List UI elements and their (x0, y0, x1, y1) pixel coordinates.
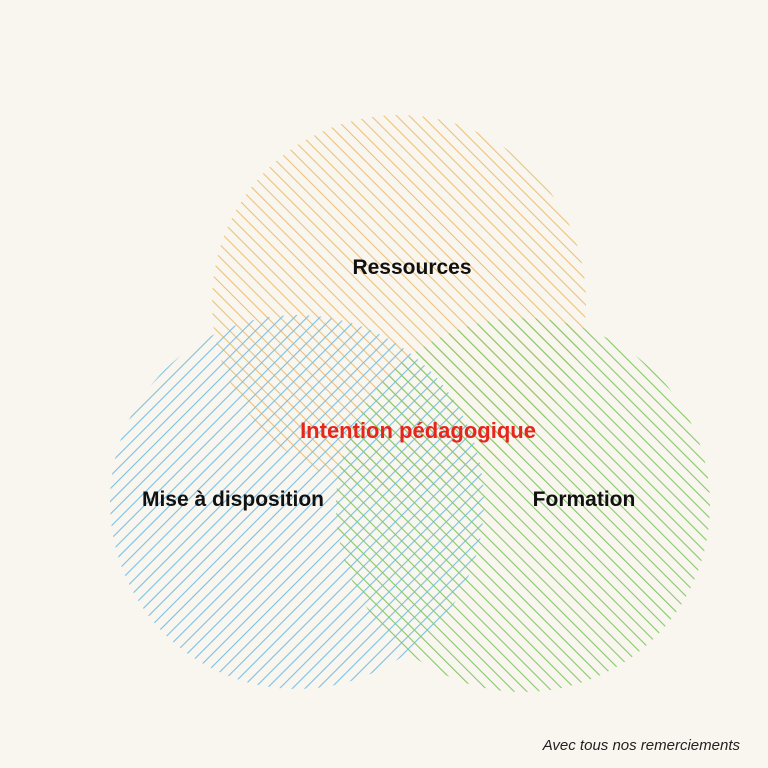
set-label-formation: Formation (532, 488, 636, 511)
footer-thanks: Avec tous nos remerciements (542, 737, 740, 754)
set-label-ressources: Ressources (352, 256, 472, 279)
set-label-mise-a-disposition: Mise à disposition (141, 488, 325, 511)
circle-formation (336, 318, 710, 692)
center-label: Intention pédagogique (300, 418, 536, 443)
